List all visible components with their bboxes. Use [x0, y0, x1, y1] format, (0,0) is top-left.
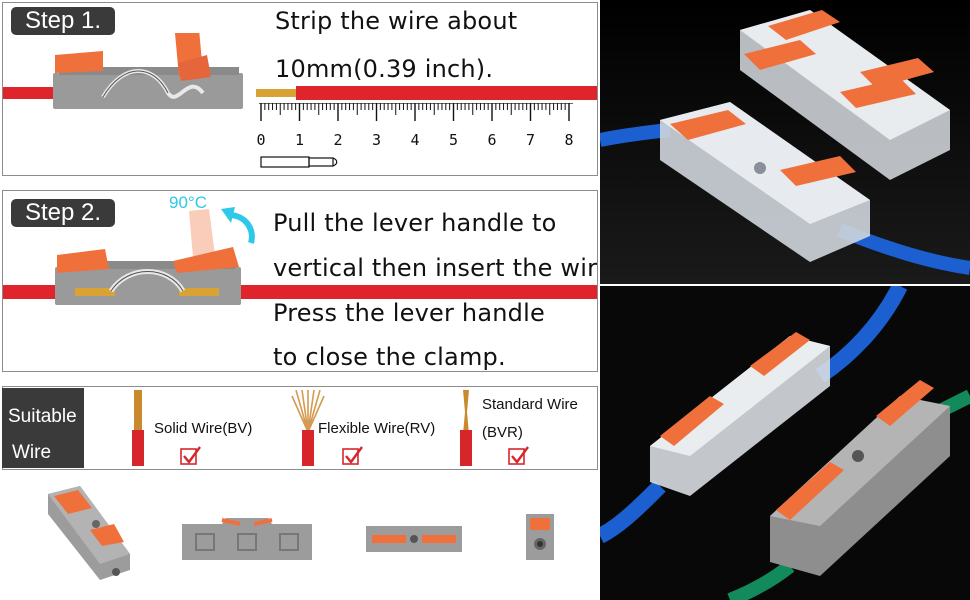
solid-wire-label: Solid Wire(BV) [154, 420, 253, 437]
ruler: 0 1 2 3 4 5 6 7 8 [256, 103, 574, 168]
connector-side-view [182, 518, 312, 560]
step1-badge: Step 1. [11, 7, 116, 35]
ruler-number: 8 [564, 131, 573, 149]
suitable-label-line2: Wire [12, 442, 52, 463]
step2-connector-illustration [3, 207, 597, 305]
ruler-number: 5 [449, 131, 458, 149]
step1-instruction-line2: 10mm(0.39 inch). [275, 55, 494, 83]
standard-wire-sample [460, 390, 472, 466]
connector-top-view [366, 526, 462, 552]
ruler-number: 0 [256, 131, 265, 149]
step2-instruction-line1: Pull the lever handle to [273, 209, 557, 237]
flexible-wire-sample [291, 390, 325, 466]
rotate-arrow-icon [221, 207, 255, 244]
suitable-wire-label-box: Suitable Wire [2, 388, 84, 468]
ruler-number: 6 [487, 131, 496, 149]
connector-end-view [526, 514, 554, 560]
step2-panel: Step 2. 90°C Pull the lever handle to ve… [2, 190, 598, 372]
check-mark-icon [180, 446, 201, 465]
photo-gray-connectors-green-wire [600, 286, 970, 600]
standard-wire-label-line2: (BVR) [482, 424, 523, 441]
suitable-label-line1: Suitable [8, 406, 77, 427]
step1-panel: Step 1. 0 1 2 3 4 5 6 7 8 Strip the wire about 1… [2, 2, 598, 176]
ruler-number: 4 [410, 131, 419, 149]
step1-instruction-line1: Strip the wire about [275, 7, 518, 35]
angle-label: 90°C [169, 193, 207, 212]
step2-badge: Step 2. [11, 199, 116, 227]
check-mark-icon [508, 446, 529, 465]
step1-connector-illustration [3, 33, 243, 109]
stripped-wire [256, 86, 597, 100]
step2-instruction-line4: to close the clamp. [273, 343, 506, 371]
ruler-number: 2 [333, 131, 342, 149]
step2-instruction-line2: vertical then insert the wire. [273, 254, 598, 282]
ruler-number: 7 [526, 131, 535, 149]
flexible-wire-label: Flexible Wire(RV) [318, 420, 436, 437]
ruler-number: 1 [295, 131, 304, 149]
suitable-wire-panel [2, 386, 598, 470]
standard-wire-label-line1: Standard Wire [482, 396, 578, 413]
check-mark-icon [342, 446, 363, 465]
ruler-number: 3 [372, 131, 381, 149]
step2-instruction-line3: Press the lever handle [273, 299, 545, 327]
solid-wire-sample [132, 390, 144, 466]
connector-isometric-view [48, 486, 130, 580]
photo-clear-connectors-blue-wire [600, 0, 970, 284]
